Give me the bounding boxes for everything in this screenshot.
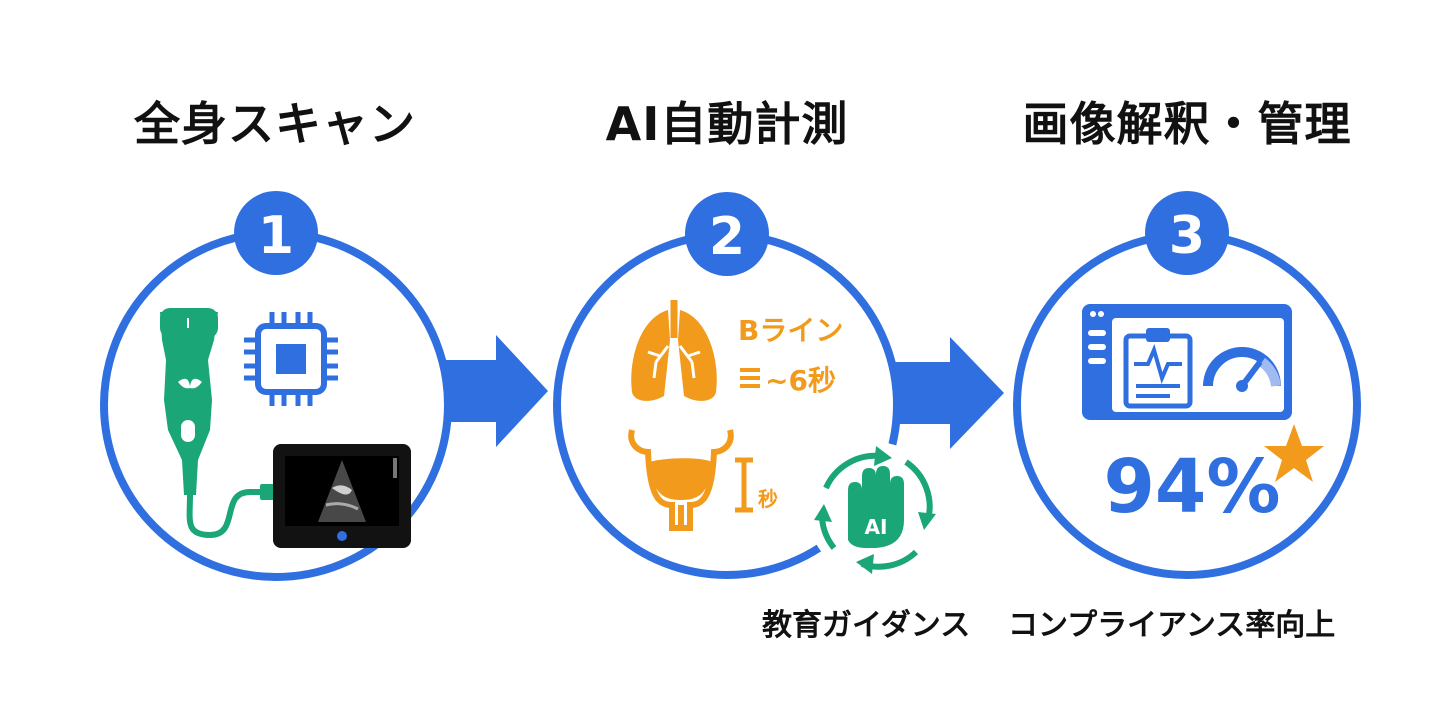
step-3-number: 3 bbox=[1169, 206, 1205, 266]
gauge-icon bbox=[1203, 347, 1281, 392]
chip-icon bbox=[244, 312, 338, 406]
bladder-time: 秒 bbox=[758, 487, 778, 511]
step-1-title: 全身スキャン bbox=[134, 97, 416, 151]
measure-bar-icon bbox=[735, 457, 753, 513]
step-2-number: 2 bbox=[709, 207, 745, 267]
star-icon bbox=[1264, 424, 1324, 482]
arrow-icon bbox=[436, 335, 548, 447]
lungs-icon bbox=[631, 300, 717, 401]
step-3-title: 画像解釈・管理 bbox=[1022, 97, 1352, 151]
ultrasound-probe-icon bbox=[160, 308, 274, 539]
bladder-icon bbox=[628, 429, 734, 531]
b-line-label: Bライン bbox=[738, 314, 843, 347]
step-2-badge bbox=[685, 192, 769, 276]
lung-time: ~6秒 bbox=[765, 364, 836, 397]
education-guidance-caption: 教育ガイダンス bbox=[762, 608, 971, 643]
step-1-badge bbox=[234, 191, 318, 275]
step-1-number: 1 bbox=[258, 206, 294, 266]
compliance-caption: コンプライアンス率向上 bbox=[1008, 608, 1336, 643]
compliance-stat: 94% bbox=[1103, 444, 1280, 530]
ai-badge: AI bbox=[865, 515, 888, 539]
tablet-ultrasound-icon bbox=[273, 444, 411, 548]
step-2-title: AI自動計測 bbox=[605, 97, 849, 151]
ai-hand-cycle-icon: AI bbox=[807, 442, 943, 578]
b-line-lines-icon bbox=[740, 368, 760, 388]
clipboard-icon bbox=[1123, 328, 1193, 409]
arrow-icon bbox=[888, 337, 1004, 449]
step-3-badge bbox=[1145, 191, 1229, 275]
